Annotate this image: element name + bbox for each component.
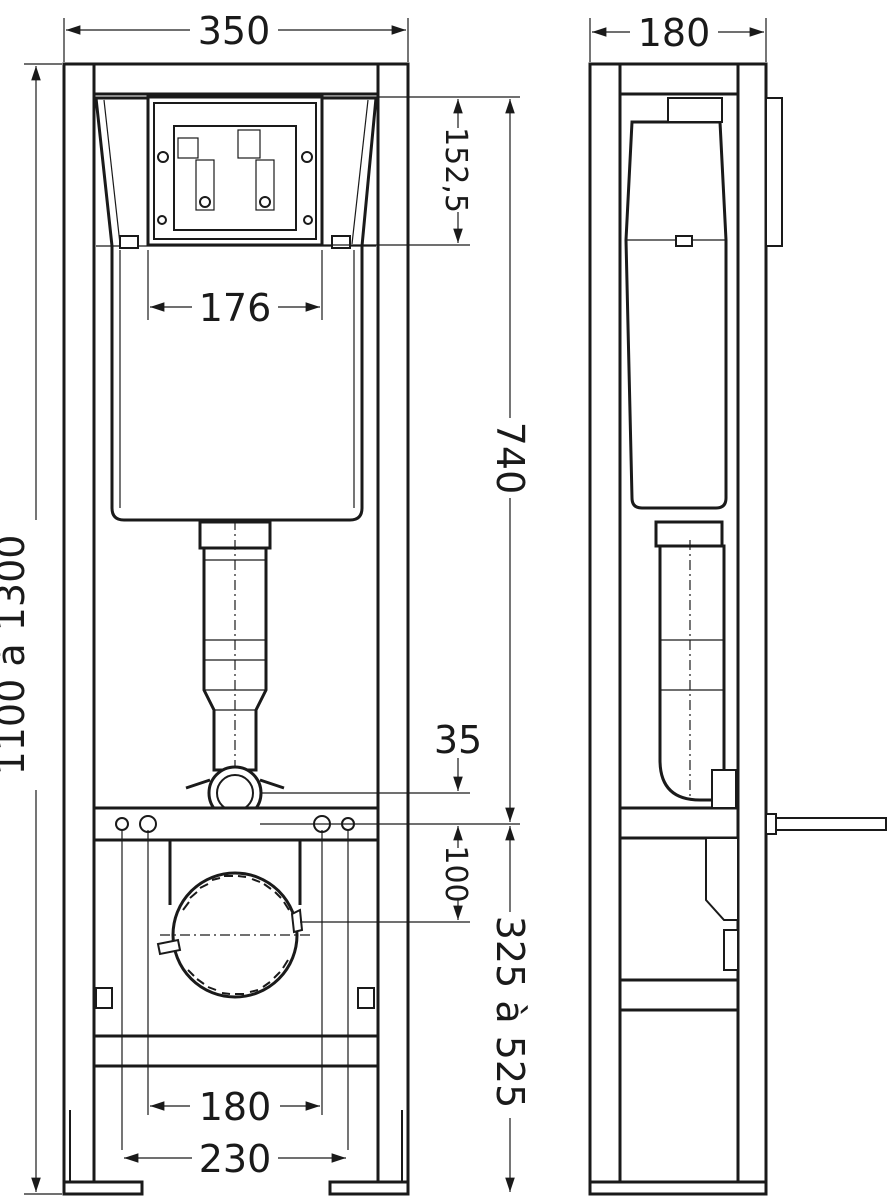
front-right-foot: [328, 1180, 410, 1196]
front-bottom-rail: [92, 1034, 380, 1068]
front-view: [62, 62, 410, 1196]
side-front-upright: [588, 62, 622, 1186]
side-bolt: [765, 817, 887, 831]
dim-pipe-diameter: 35: [434, 718, 482, 762]
drain-connector: [168, 840, 302, 905]
dim-floor-to-flange: 325 à 525: [488, 916, 532, 1109]
side-view: [588, 62, 887, 1196]
dim-top-panel-height: 152,5: [438, 127, 473, 213]
front-left-foot: [62, 1180, 144, 1196]
side-foot: [588, 1180, 768, 1196]
dim-stud-spacing-inner: 180: [199, 1085, 272, 1129]
side-cistern: [624, 120, 728, 510]
dim-total-height: 1100 à 1300: [0, 535, 33, 776]
dim-cistern-to-flange: 740: [488, 422, 532, 495]
front-top-rail: [92, 62, 380, 96]
dim-side-depth: 180: [638, 11, 711, 55]
front-right-upright: [376, 62, 410, 1186]
dim-front-width: 350: [198, 9, 271, 53]
dim-panel-width: 176: [199, 286, 272, 330]
dimensions: 350 180 152,5 176 740 1100 à 1300 3: [0, 9, 767, 1195]
panel-screw-icon: [157, 151, 169, 163]
side-rear-upright: [736, 62, 768, 1186]
dim-flange-drop: 100: [438, 845, 473, 902]
front-left-upright: [62, 62, 96, 1186]
flush-mechanism: [173, 125, 297, 231]
dim-stud-spacing-outer: 230: [199, 1137, 272, 1181]
